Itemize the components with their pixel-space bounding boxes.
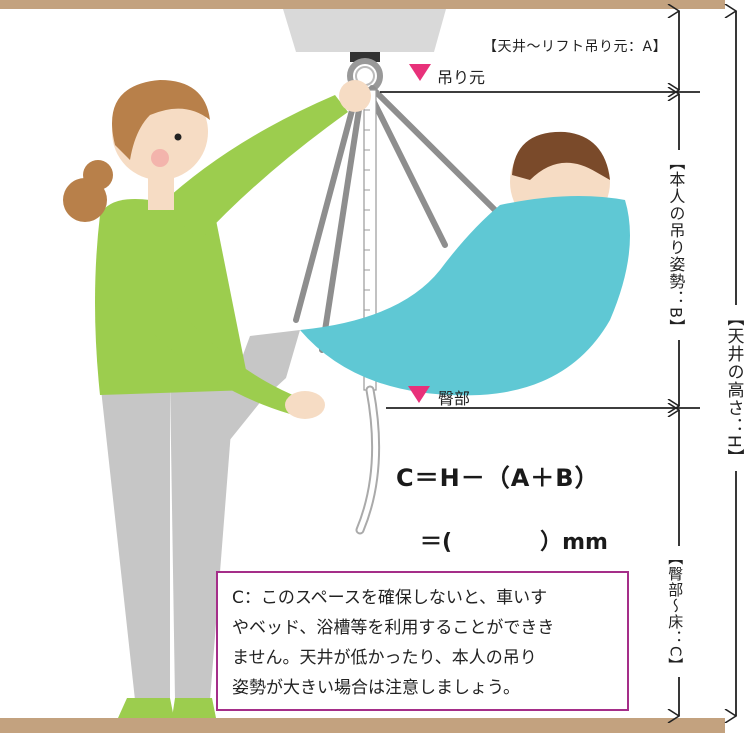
label-ceiling-to-hanger: 【天井～リフト吊り元：A】: [483, 39, 668, 55]
label-buttocks-to-floor: 【臀部～床：C】: [666, 546, 684, 678]
triangle-marker-icon: [409, 64, 431, 81]
note-box: C：このスペースを確保しないと、車いす やベッド、浴槽等を利用することができき …: [216, 571, 629, 711]
ceiling-bar: [0, 0, 725, 9]
lift-unit: [283, 9, 446, 52]
lift-hook-base: [350, 52, 380, 62]
label-body-posture: 【本人の吊り姿勢：B】: [666, 150, 685, 340]
floor-bar: [0, 718, 725, 733]
caregiver: [63, 80, 371, 718]
label-buttocks: 臀部: [438, 389, 471, 408]
sling: [300, 196, 630, 396]
label-hanging-point: 吊り元: [437, 68, 486, 87]
formula-answer: ＝( ）mm: [420, 524, 608, 556]
note-line: C：このスペースを確保しないと、車いす: [232, 588, 548, 608]
note-line: やベッド、浴槽等を利用することができき: [232, 618, 555, 638]
formula-answer-suffix: ）mm: [540, 530, 608, 555]
formula-equation: C＝H－（A＋B）: [396, 464, 600, 492]
note-line: 姿勢が大きい場合は注意しましょう。: [232, 678, 520, 698]
triangle-marker-icon: [408, 386, 430, 403]
label-ceiling-height: 【天井の高さ：H】: [723, 305, 744, 471]
note-line: ません。天井が低かったり、本人の吊り: [232, 648, 537, 668]
formula-answer-prefix: ＝(: [420, 530, 453, 555]
sling-straps: [293, 85, 503, 353]
